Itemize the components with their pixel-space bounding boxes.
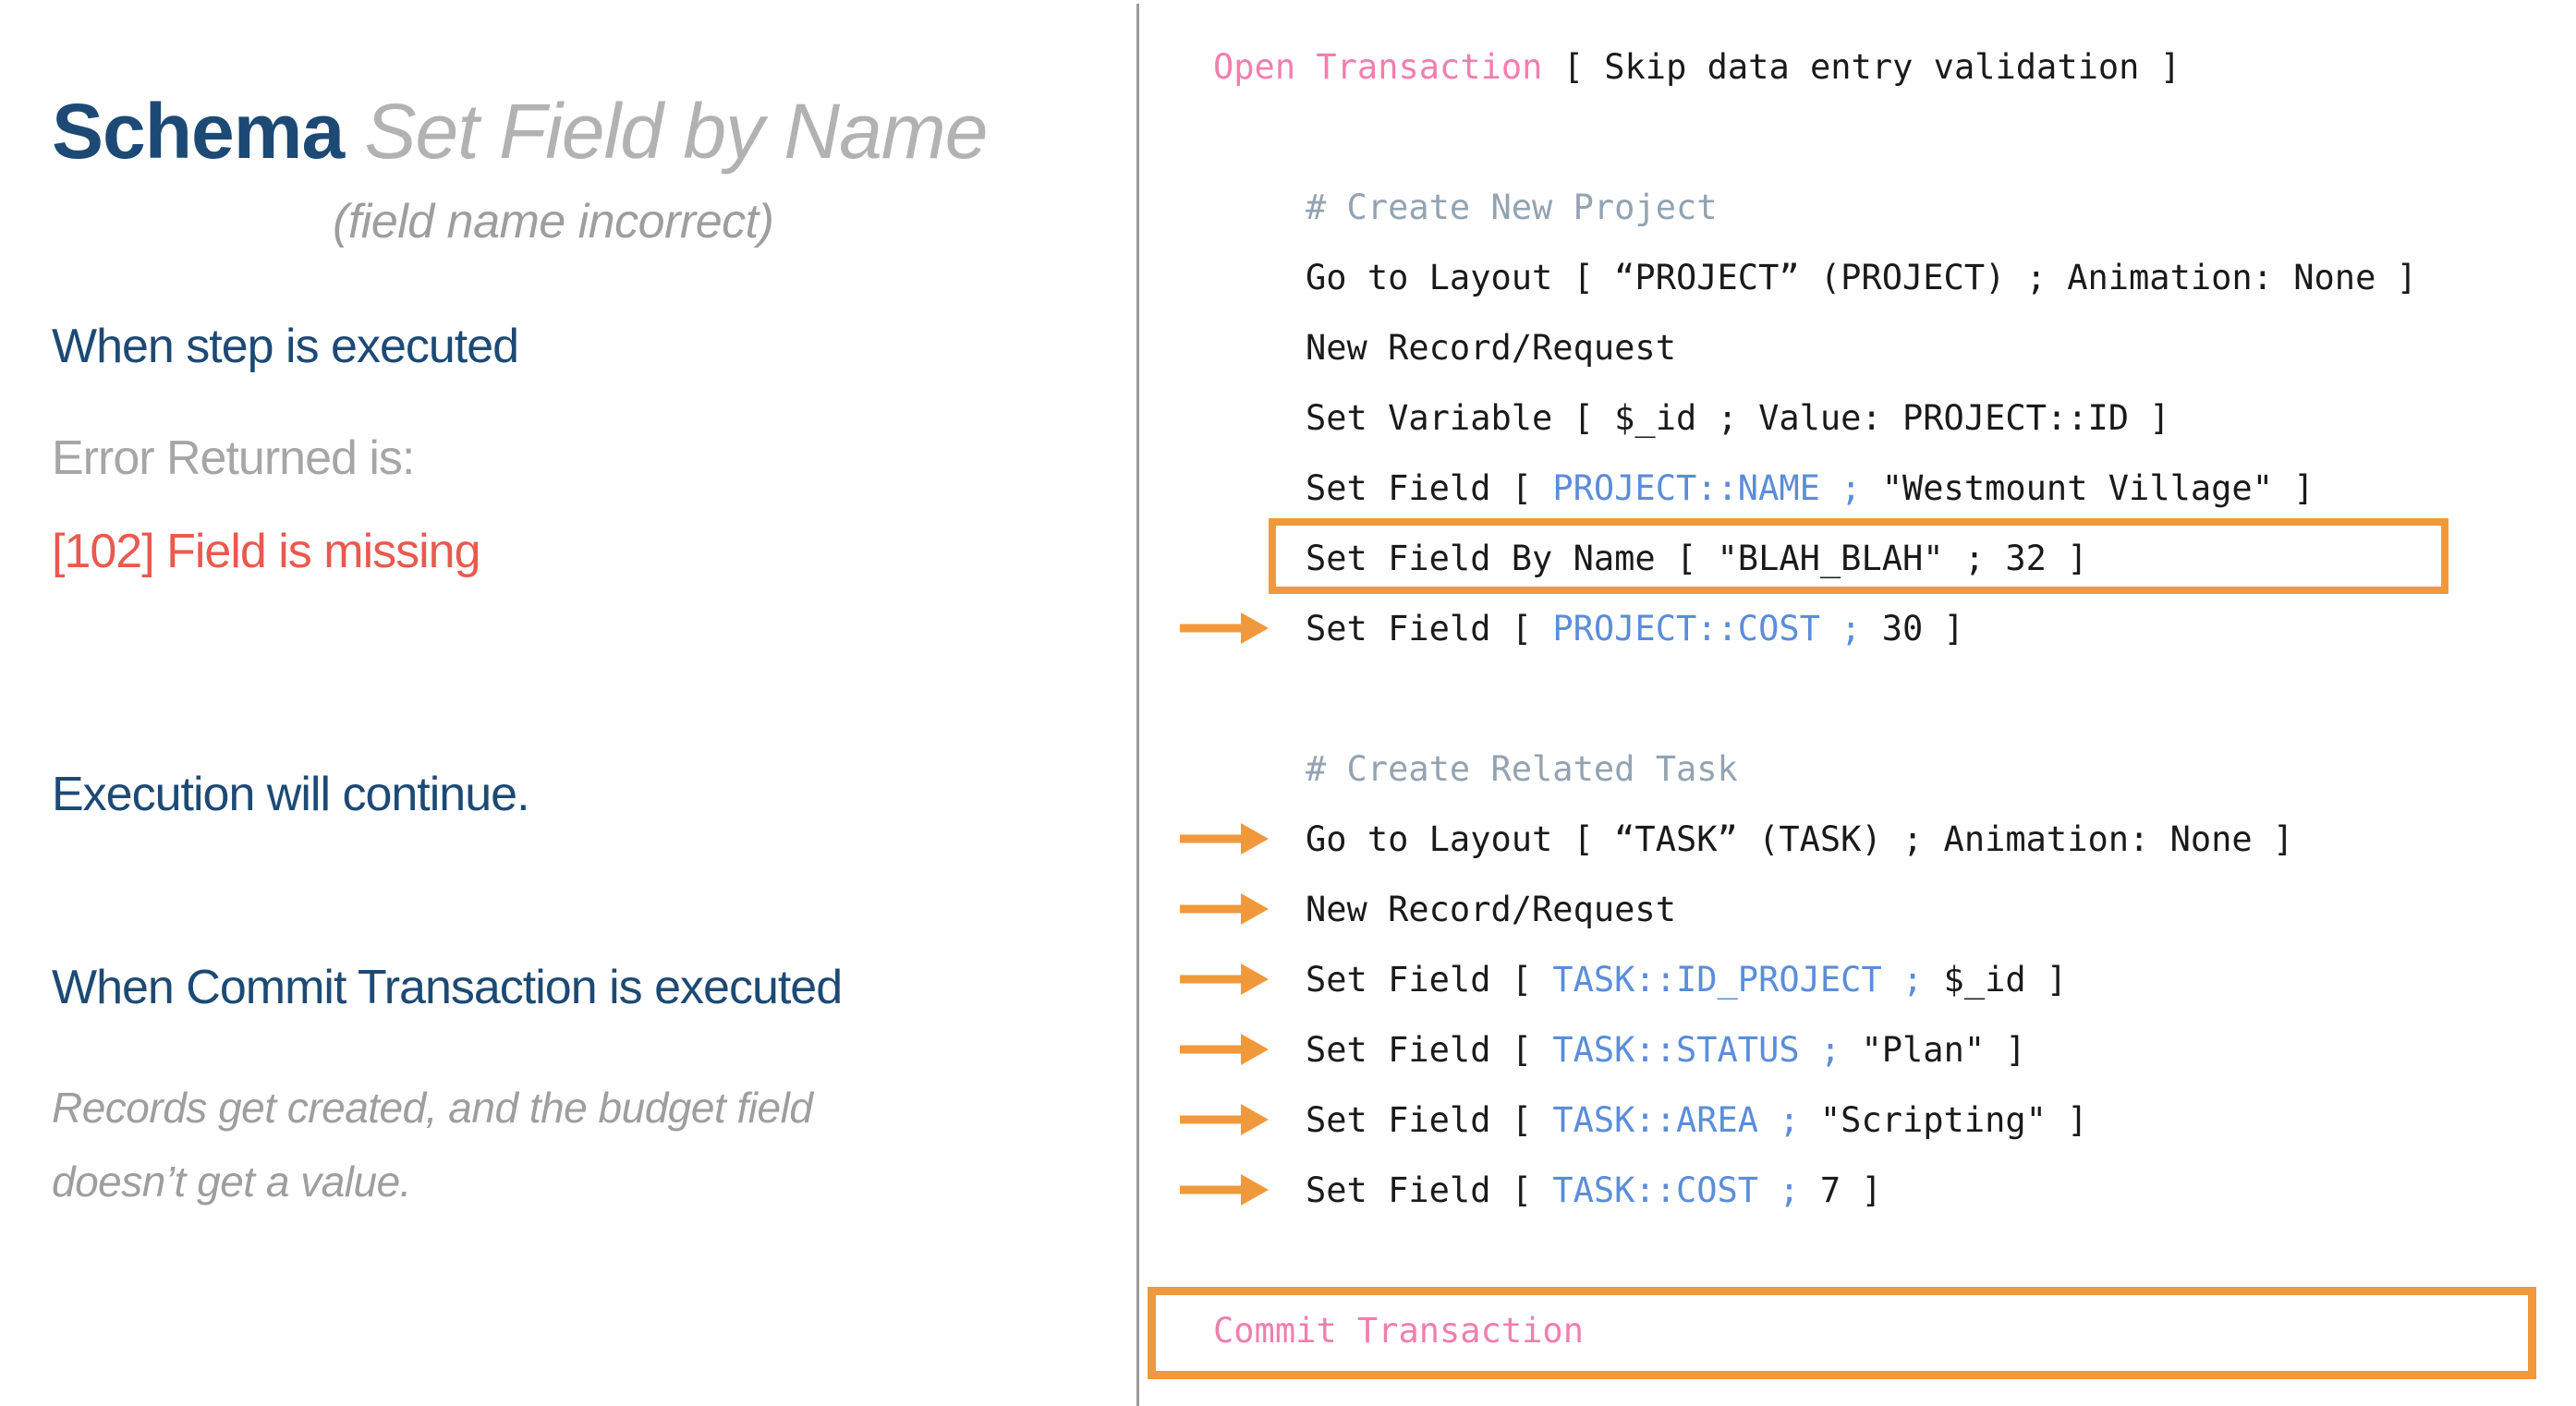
arrow-head bbox=[1241, 1104, 1269, 1135]
arrow-head bbox=[1241, 1174, 1269, 1206]
code-line-set-field-task-cost: Set Field [ TASK::COST ; 7 ] bbox=[1180, 1155, 2553, 1225]
code-text-field: TASK::COST ; bbox=[1552, 1170, 1800, 1210]
code-line-blank bbox=[1213, 663, 2553, 733]
code-line-blank bbox=[1213, 102, 2553, 172]
code-line-set-field-task-status: Set Field [ TASK::STATUS ; "Plan" ] bbox=[1180, 1014, 2553, 1085]
subtitle-field-name-incorrect: (field name incorrect) bbox=[333, 195, 774, 248]
code-text-plain: Set Field [ bbox=[1306, 1029, 1553, 1070]
code-line-set-field-by-name: Set Field By Name [ "BLAH_BLAH" ; 32 ] bbox=[1213, 518, 2553, 594]
code-text-field: TASK::STATUS ; bbox=[1552, 1029, 1841, 1070]
code-text-plain: Set Field [ bbox=[1306, 1099, 1553, 1140]
step-arrow-icon bbox=[1180, 1104, 1269, 1135]
script-code-panel: Open Transaction [ Skip data entry valid… bbox=[1148, 31, 2553, 1379]
code-text-plain: "Plan" ] bbox=[1841, 1029, 2026, 1070]
arrow-shaft bbox=[1180, 1185, 1245, 1194]
code-text-field: TASK::AREA ; bbox=[1552, 1099, 1800, 1140]
code-text-plain: Set Variable [ $_id ; Value: PROJECT::ID… bbox=[1306, 397, 2170, 438]
arrow-head bbox=[1241, 1034, 1269, 1065]
step-arrow-icon bbox=[1180, 893, 1269, 925]
code-line-go-to-layout-task: Go to Layout [ “TASK” (TASK) ; Animation… bbox=[1180, 804, 2553, 874]
code-line-set-field-task-id-project: Set Field [ TASK::ID_PROJECT ; $_id ] bbox=[1180, 944, 2553, 1014]
arrow-shaft bbox=[1180, 1115, 1245, 1124]
code-text-plain: Go to Layout [ “TASK” (TASK) ; Animation… bbox=[1306, 818, 2294, 859]
code-text-plain: $_id ] bbox=[1923, 959, 2068, 1000]
code-text-field: PROJECT::COST ; bbox=[1552, 608, 1862, 648]
title-step-name: Set Field by Name bbox=[344, 88, 989, 175]
code-line-set-variable-id: Set Variable [ $_id ; Value: PROJECT::ID… bbox=[1213, 382, 2553, 453]
vertical-divider bbox=[1136, 4, 1139, 1406]
title-schema: Schema bbox=[52, 88, 345, 175]
label-error-returned: Error Returned is: bbox=[52, 431, 415, 485]
arrow-head bbox=[1241, 964, 1269, 995]
heading-when-commit-executed: When Commit Transaction is executed bbox=[52, 961, 843, 1014]
text-error-code: [102] Field is missing bbox=[52, 525, 481, 578]
code-line-go-to-layout-project: Go to Layout [ “PROJECT” (PROJECT) ; Ani… bbox=[1213, 242, 2553, 312]
heading-when-step-executed: When step is executed bbox=[52, 320, 519, 373]
code-line-open-transaction: Open Transaction [ Skip data entry valid… bbox=[1213, 31, 2553, 102]
code-text-plain: Set Field [ bbox=[1306, 467, 1553, 508]
arrow-shaft bbox=[1180, 834, 1245, 843]
code-text-comment: # Create New Project bbox=[1306, 187, 1718, 227]
code-line-comment-create-new-project: # Create New Project bbox=[1213, 172, 2553, 242]
code-text-field: TASK::ID_PROJECT ; bbox=[1552, 959, 1924, 1000]
code-text-plain: 7 ] bbox=[1799, 1170, 1882, 1210]
code-text-plain: New Record/Request bbox=[1306, 889, 1676, 929]
code-text-plain: "Westmount Village" ] bbox=[1861, 467, 2315, 508]
code-line-set-field-project-name: Set Field [ PROJECT::NAME ; "Westmount V… bbox=[1213, 453, 2553, 523]
code-text-plain: Set Field [ bbox=[1306, 959, 1553, 1000]
arrow-head bbox=[1241, 893, 1269, 925]
code-line-new-record-request: New Record/Request bbox=[1213, 312, 2553, 382]
code-text-plain: "Scripting" ] bbox=[1799, 1099, 2088, 1140]
code-line-new-record-request-task: New Record/Request bbox=[1180, 874, 2553, 944]
code-line-set-field-task-area: Set Field [ TASK::AREA ; "Scripting" ] bbox=[1180, 1085, 2553, 1155]
code-text-plain: Set Field [ bbox=[1306, 1170, 1553, 1210]
step-arrow-icon bbox=[1180, 1034, 1269, 1065]
arrow-shaft bbox=[1180, 904, 1245, 914]
arrow-shaft bbox=[1180, 624, 1245, 633]
page-title: Schema Set Field by Name bbox=[52, 92, 988, 170]
code-text-plain: New Record/Request bbox=[1306, 327, 1676, 368]
step-arrow-icon bbox=[1180, 823, 1269, 855]
arrow-shaft bbox=[1180, 975, 1245, 984]
code-text-field: PROJECT::NAME ; bbox=[1552, 467, 1862, 508]
note-records-created: Records get created, and the budget fiel… bbox=[52, 1084, 813, 1206]
code-text-step: Open Transaction bbox=[1213, 46, 1543, 87]
code-line-set-field-project-cost: Set Field [ PROJECT::COST ; 30 ] bbox=[1180, 593, 2553, 663]
arrow-head bbox=[1241, 612, 1269, 644]
code-text-plain: [ Skip data entry validation ] bbox=[1542, 46, 2181, 87]
code-line-commit-transaction: Commit Transaction bbox=[1148, 1287, 2553, 1379]
code-text-step: Commit Transaction bbox=[1213, 1310, 1584, 1351]
code-text-plain: Set Field [ bbox=[1306, 608, 1553, 648]
code-text-plain: Set Field By Name [ "BLAH_BLAH" ; 32 ] bbox=[1306, 538, 2088, 578]
step-arrow-icon bbox=[1180, 612, 1269, 644]
step-arrow-icon bbox=[1180, 1174, 1269, 1206]
arrow-shaft bbox=[1180, 1045, 1245, 1054]
heading-execution-continue: Execution will continue. bbox=[52, 768, 530, 821]
step-arrow-icon bbox=[1180, 964, 1269, 995]
code-text-plain: Go to Layout [ “PROJECT” (PROJECT) ; Ani… bbox=[1306, 257, 2417, 297]
code-line-comment-create-related-task: # Create Related Task bbox=[1213, 733, 2553, 804]
code-text-comment: # Create Related Task bbox=[1306, 748, 1738, 789]
code-line-blank bbox=[1213, 1225, 2553, 1295]
code-text-plain: 30 ] bbox=[1861, 608, 1964, 648]
arrow-head bbox=[1241, 823, 1269, 855]
